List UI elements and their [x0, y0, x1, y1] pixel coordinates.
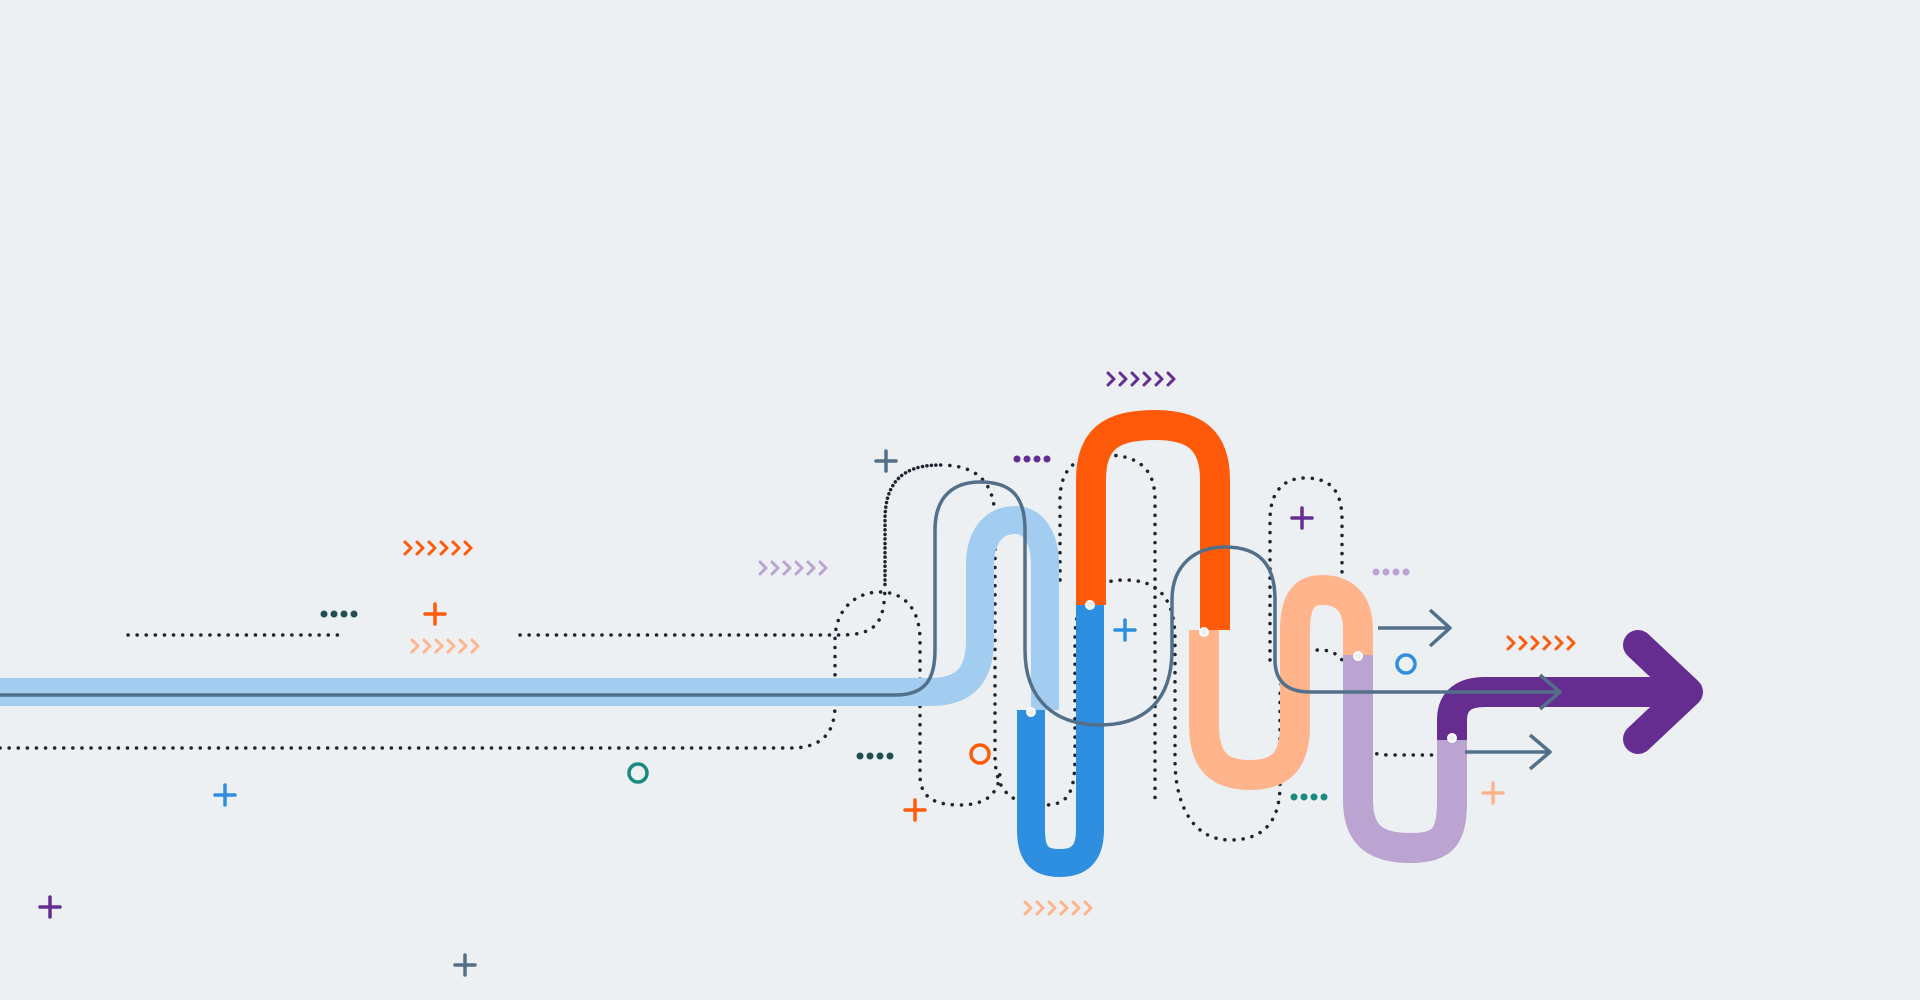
pipe-segments: [0, 409, 1680, 878]
small-arrow-top-head: [1428, 608, 1452, 648]
dotted-line-upper-mid: [518, 463, 1442, 842]
chevrons-peach-bottom: [1023, 900, 1093, 916]
connector-2: [1085, 600, 1095, 610]
dots-dark-left: [320, 610, 358, 618]
small-arrow-mid-head: [1538, 673, 1562, 711]
dotted-guide-lines: [0, 453, 1442, 842]
segment-connectors: [1026, 600, 1457, 743]
dotted-loop-right: [1058, 453, 1157, 802]
plus-blue-left: [213, 783, 237, 807]
plus-orange-mid: [903, 798, 927, 822]
plus-purple-right: [1290, 506, 1314, 530]
thin-slate-line: [0, 480, 1562, 771]
connector-5: [1447, 733, 1457, 743]
plus-blue-mid: [1113, 618, 1137, 642]
ring-orange-mid: [969, 743, 991, 765]
connector-3: [1199, 627, 1209, 637]
light-blue-segment: [0, 505, 1059, 710]
plus-slate-top: [874, 449, 898, 473]
orange-segment: [1076, 409, 1230, 630]
connector-1: [1026, 707, 1036, 717]
peach-segment: [1189, 574, 1373, 791]
chevrons-orange-right: [1506, 635, 1576, 651]
connector-4: [1353, 651, 1363, 661]
chevron-groups: [403, 371, 1576, 916]
plus-purple-bottom-left: [38, 895, 62, 919]
blue-segment: [1017, 605, 1104, 878]
plus-slate-bottom: [453, 953, 477, 977]
dots-teal-right: [1290, 793, 1328, 801]
ring-teal-left: [627, 762, 649, 784]
small-arrow-bottom-head: [1528, 733, 1552, 771]
dots-dark-mid: [856, 752, 894, 760]
rings: [627, 653, 1417, 784]
dots-purple-top: [1013, 455, 1051, 463]
slate-line-main: [0, 480, 1560, 727]
chevrons-peach-left: [410, 638, 480, 654]
dot-rows: [320, 455, 1410, 801]
chevrons-lavender-mid: [758, 560, 828, 576]
lavender-segment: [1343, 655, 1467, 864]
chevrons-orange-left: [403, 540, 473, 556]
plus-signs: [38, 449, 1505, 977]
plus-orange-left: [423, 602, 447, 626]
chevrons-purple-top: [1106, 371, 1176, 387]
plus-peach-right: [1481, 781, 1505, 805]
dotted-loop-left-top: [883, 463, 942, 582]
ring-blue-right: [1395, 653, 1417, 675]
big-arrowhead: [1623, 630, 1703, 754]
dotted-line-lower-left: [0, 590, 1002, 807]
dots-lavender-right: [1372, 568, 1410, 576]
